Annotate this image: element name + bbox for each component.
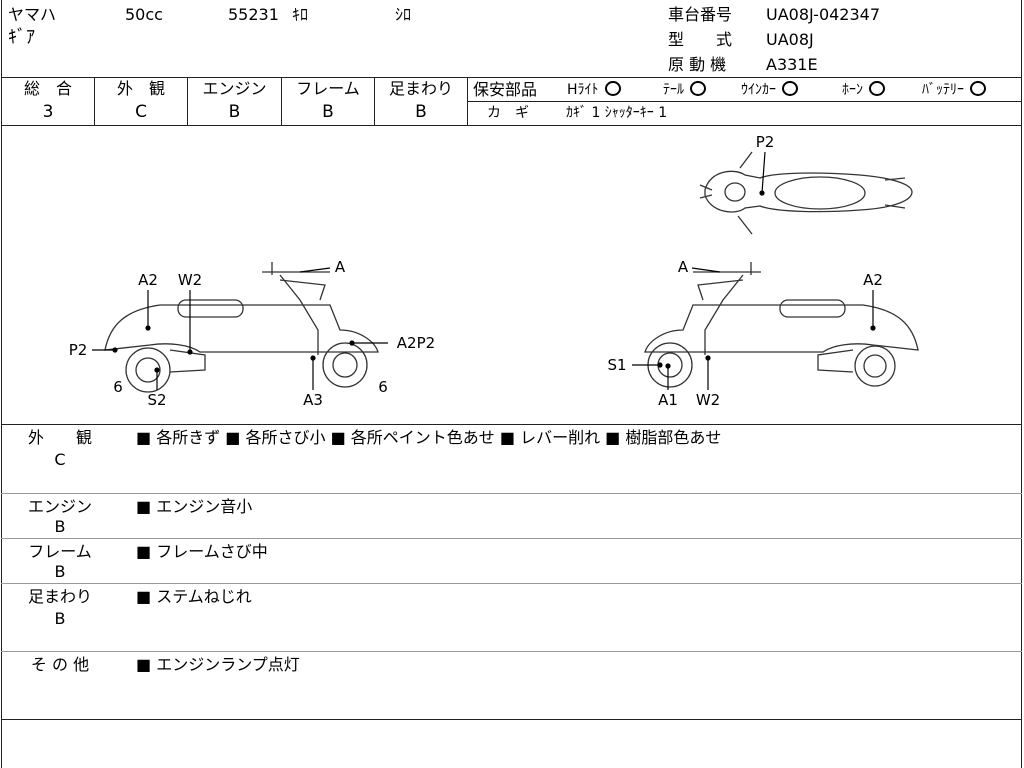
ok-circle-icon	[690, 81, 706, 96]
grade-col-divider	[187, 77, 188, 125]
displacement: 50cc	[125, 5, 163, 24]
label-right-a: A	[678, 258, 689, 276]
safety-item-horn: ﾎｰﾝ	[842, 81, 885, 99]
mileage-unit: ｷﾛ	[292, 5, 309, 24]
grade-engine-label: エンジン	[202, 79, 267, 98]
header-divider	[1, 77, 1022, 78]
label-left-6-front: 6	[378, 378, 388, 396]
grade-overall-value: 3	[42, 102, 54, 122]
safety-divider	[467, 101, 1022, 102]
label-left-a: A	[335, 258, 346, 276]
label-right-w2: W2	[696, 391, 720, 409]
grade-col-divider	[281, 77, 282, 125]
note-exterior-text: ■ 各所きず ■ 各所さび小 ■ 各所ペイント色あせ ■ レバー削れ ■ 樹脂部…	[136, 428, 722, 447]
ok-circle-icon	[970, 81, 986, 96]
label-left-a2: A2	[138, 271, 158, 289]
model-type-label: 型 式	[668, 30, 733, 49]
model-type: UA08J	[766, 30, 814, 49]
diagram-divider	[1, 424, 1022, 425]
note-suspension-text: ■ ステムねじれ	[136, 587, 252, 606]
notes-bottom-border	[1, 719, 1022, 720]
maker: ヤマハ	[8, 5, 57, 24]
note-frame-grade: B	[54, 562, 66, 581]
grade-exterior-label: 外 観	[116, 79, 165, 98]
scooter-diagrams: P2 A A2 W2 P2 A2P2 6 S2 A3 6 A A2 S1 A1 …	[69, 133, 919, 409]
grade-engine-value: B	[228, 102, 241, 122]
grade-frame-label: フレーム	[296, 79, 360, 98]
label-left-s2: S2	[147, 391, 166, 409]
key-label: カ ギ	[487, 105, 529, 121]
mileage: 55231 ｷﾛ	[228, 5, 308, 25]
grade-overall-label: 総 合	[23, 79, 72, 98]
safety-item-battery: ﾊﾞｯﾃﾘｰ	[922, 81, 986, 99]
ok-circle-icon	[869, 81, 885, 96]
note-exterior-grade: C	[54, 450, 66, 469]
note-divider-4	[1, 651, 1022, 652]
safety-parts-label: 保安部品	[473, 80, 538, 99]
mileage-value: 55231	[228, 5, 279, 24]
label-right-a2: A2	[863, 271, 883, 289]
grade-col-divider	[94, 77, 95, 125]
right-view-scooter	[644, 262, 919, 388]
grade-col-divider	[374, 77, 375, 125]
note-exterior-label: 外 観	[27, 428, 92, 447]
label-top-p2: P2	[756, 133, 775, 151]
note-divider-1	[1, 493, 1022, 494]
ok-circle-icon	[604, 81, 621, 96]
grade-frame-value: B	[322, 102, 334, 122]
safety-item-winker: ｳｲﾝｶｰ	[741, 81, 798, 99]
note-engine-label: エンジン	[27, 497, 92, 516]
key-value: ｶｷﾞ 1 ｼｬｯﾀｰｷｰ 1	[566, 105, 668, 121]
grades-divider	[1, 125, 1022, 126]
grade-suspension-label: 足まわり	[388, 79, 453, 98]
damage-markers	[92, 151, 876, 390]
label-right-a1: A1	[658, 391, 678, 409]
left-view-scooter	[104, 262, 379, 393]
note-suspension-label: 足まわり	[27, 587, 92, 606]
ok-circle-icon	[782, 81, 798, 96]
label-left-w2: W2	[178, 271, 202, 289]
note-suspension-grade: B	[54, 609, 66, 628]
frame-number-label: 車台番号	[668, 5, 733, 24]
frame-number: UA08J-042347	[766, 5, 881, 24]
safety-item-headlight: Hﾗｲﾄ	[567, 81, 621, 99]
note-engine-grade: B	[54, 517, 66, 536]
frame-right-border	[1021, 0, 1022, 768]
grade-suspension-value: B	[415, 102, 427, 122]
model-name: ｷﾞｱ	[8, 27, 35, 48]
note-engine-text: ■ エンジン音小	[136, 497, 253, 516]
label-left-a3: A3	[303, 391, 323, 409]
note-frame-text: ■ フレームさび中	[136, 542, 268, 561]
grade-exterior-value: C	[135, 102, 147, 122]
label-left-p2: P2	[69, 341, 88, 359]
grade-col-divider	[467, 77, 468, 125]
note-frame-label: フレーム	[28, 542, 92, 561]
safety-item-tail: ﾃｰﾙ	[663, 81, 706, 99]
engine-model-label: 原 動 機	[668, 55, 727, 74]
label-right-s1: S1	[607, 356, 626, 374]
vehicle-color: ｼﾛ	[395, 5, 412, 24]
top-view-scooter	[699, 151, 913, 235]
frame-left-border	[1, 0, 2, 768]
note-divider-3	[1, 583, 1022, 584]
note-other-label: そ の 他	[30, 655, 90, 674]
engine-model: A331E	[766, 55, 818, 74]
label-left-a2p2: A2P2	[397, 334, 435, 352]
note-divider-2	[1, 538, 1022, 539]
label-left-6-rear: 6	[113, 378, 123, 396]
note-other-text: ■ エンジンランプ点灯	[136, 655, 300, 674]
